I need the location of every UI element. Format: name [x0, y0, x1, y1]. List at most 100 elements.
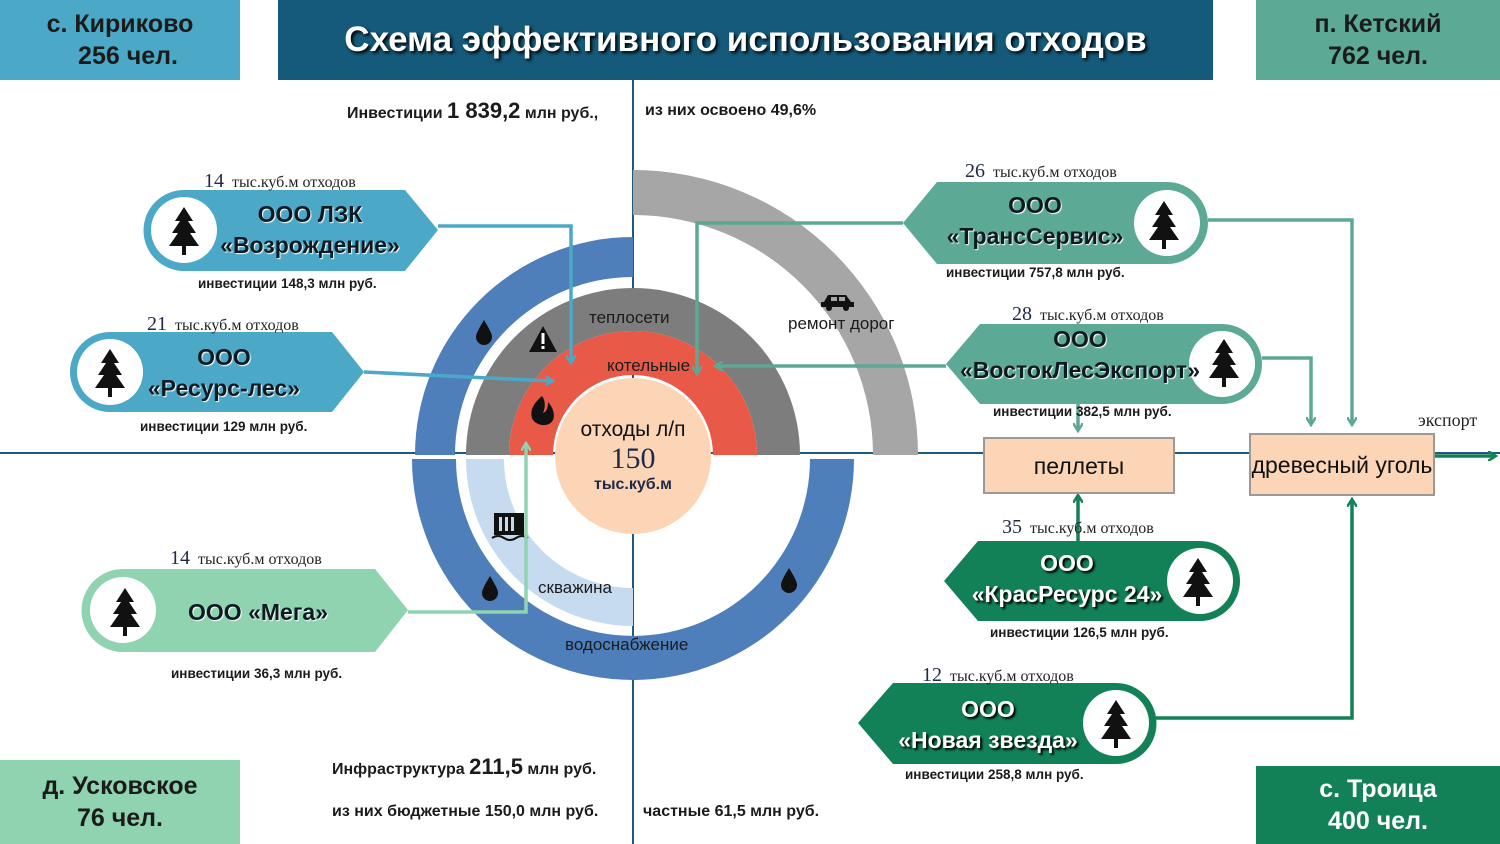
corner-ketsky: п. Кетский 762 чел. [1256, 0, 1500, 80]
infrastructure-private: частные 61,5 млн руб. [643, 803, 820, 820]
company-line2: «Возрождение» [220, 232, 400, 258]
company-line2: «КрасРесурс 24» [971, 581, 1163, 607]
volume-unit: тыс.куб.м отходов [993, 164, 1117, 181]
company-shape-vostoklesexport [946, 324, 1262, 404]
volume-value: 26 [965, 160, 985, 182]
infrastructure-budget: из них бюджетные 150,0 млн руб. [332, 803, 599, 820]
company-shape-resurs-les [70, 332, 364, 412]
volume-unit: тыс.куб.м отходов [1030, 520, 1154, 537]
warning-icon [529, 326, 557, 352]
corner-people: 400 чел. [1328, 807, 1428, 835]
corner-troitsa: с. Троица 400 чел. [1256, 766, 1500, 844]
volume-label: 28 тыс.куб.м отходов [1012, 303, 1164, 326]
company-line2: «Новая звезда» [898, 727, 1078, 753]
volume-value: 12 [922, 664, 942, 686]
investments-summary: Инвестиции 1 839,2 млн руб., [347, 98, 598, 124]
company-line1: ООО [1053, 326, 1107, 352]
investment-label: инвестиции 129 млн руб. [140, 419, 308, 434]
volume-value: 35 [1002, 516, 1022, 538]
center-circle [555, 378, 711, 534]
well-ring [466, 459, 633, 626]
company-line1: ООО ЛЗК [257, 201, 363, 227]
infrastructure-unit: млн руб. [527, 761, 597, 778]
investment-label: инвестиции 36,3 млн руб. [171, 666, 343, 681]
volume-label: 26 тыс.куб.м отходов [965, 160, 1117, 183]
investment-label: инвестиции 757,8 млн руб. [946, 265, 1125, 280]
arrow-vostok-charcoal [1262, 356, 1311, 424]
volume-unit: тыс.куб.м отходов [198, 551, 322, 568]
volume-value: 14 [204, 170, 224, 192]
volume-value: 28 [1012, 303, 1032, 325]
arrow-resurs-les [363, 370, 552, 381]
center-label: отходы л/п 150 тыс.куб.м [555, 418, 711, 494]
company-shape-novaya-zvezda [858, 683, 1157, 764]
company-novaya-zvezda: ООО «Новая звезда» [888, 692, 1088, 758]
corner-people: 76 чел. [77, 804, 163, 832]
volume-unit: тыс.куб.м отходов [232, 174, 356, 191]
corner-name: с. Троица [1319, 775, 1437, 803]
volume-label: 14 тыс.куб.м отходов [170, 547, 322, 570]
corner-uskovskoe: д. Усковское 76 чел. [0, 760, 240, 844]
infrastructure-prefix: Инфраструктура [332, 761, 465, 778]
volume-label: 21 тыс.куб.м отходов [147, 313, 299, 336]
investments-mastered: из них освоено 49,6% [645, 102, 817, 119]
company-vozrozhdenie: ООО ЛЗК «Возрождение» [220, 197, 400, 263]
fire-icon [531, 396, 554, 426]
investment-label: инвестиции 382,5 млн руб. [993, 404, 1172, 419]
company-line1: ООО «Мега» [188, 598, 328, 625]
company-shape-mega [81, 569, 408, 652]
company-line2: «Ресурс-лес» [147, 375, 301, 401]
volume-unit: тыс.куб.м отходов [175, 317, 299, 334]
infrastructure-summary: Инфраструктура 211,5 млн руб. [332, 754, 596, 780]
water-ring-bottom [412, 459, 854, 680]
corner-name: с. Кириково [46, 10, 194, 38]
company-line2: «ТрансСервис» [946, 223, 1124, 249]
ring-label-boiler: котельные [607, 356, 691, 375]
volume-unit: тыс.куб.м отходов [950, 668, 1074, 685]
drop-icon [482, 576, 498, 601]
pellets-box: пеллеты [983, 437, 1175, 494]
investments-unit: млн руб., [524, 105, 599, 122]
company-line1: ООО [197, 344, 251, 370]
company-krasresurs: ООО «КрасРесурс 24» [962, 546, 1172, 612]
company-shape-krasresurs [944, 541, 1240, 621]
center-value: 150 [610, 442, 656, 475]
investments-amount: 1 839,2 [447, 98, 521, 123]
car-icon [821, 295, 854, 311]
corner-people: 256 чел. [78, 42, 178, 70]
investment-label: инвестиции 258,8 млн руб. [905, 767, 1084, 782]
company-vostoklesexport: ООО «ВостокЛесЭкспорт» [955, 322, 1205, 388]
roads-arc [633, 170, 918, 455]
arrow-mega [408, 444, 526, 614]
ring-label-well: скважина [538, 578, 612, 597]
center-unit: тыс.куб.м [594, 476, 672, 493]
volume-value: 21 [147, 313, 167, 335]
ring-label-water: водоснабжение [565, 635, 689, 654]
drop-icon [476, 320, 492, 345]
company-line1: ООО [1040, 550, 1094, 576]
company-mega: ООО «Мега» [168, 595, 348, 629]
corner-name: д. Усковское [42, 772, 198, 800]
company-shape-transservis [903, 182, 1208, 264]
investment-label: инвестиции 126,5 млн руб. [990, 625, 1169, 640]
arrow-transservis-boiler [697, 221, 903, 373]
company-line1: ООО [961, 696, 1015, 722]
company-transservis: ООО «ТрансСервис» [940, 188, 1130, 254]
infrastructure-amount: 211,5 [469, 754, 523, 779]
company-line1: ООО [1008, 192, 1062, 218]
arrow-novaya-zvezda-charcoal [1156, 500, 1352, 720]
volume-unit: тыс.куб.м отходов [1040, 307, 1164, 324]
corner-kirikovo: с. Кириково 256 чел. [0, 0, 240, 80]
ring-label-heat: теплосети [589, 308, 670, 327]
arrow-transservis-charcoal [1208, 218, 1352, 424]
charcoal-box: древесный уголь [1249, 433, 1435, 496]
company-shape-vozrozhdenie [143, 190, 438, 271]
investments-prefix: Инвестиции [347, 105, 443, 122]
volume-label: 14 тыс.куб.м отходов [204, 170, 356, 193]
corner-people: 762 чел. [1328, 42, 1428, 70]
well-icon [491, 513, 529, 541]
water-ring-top [415, 237, 633, 455]
arrow-vozrozhdenie [438, 224, 571, 362]
corner-name: п. Кетский [1314, 10, 1442, 38]
